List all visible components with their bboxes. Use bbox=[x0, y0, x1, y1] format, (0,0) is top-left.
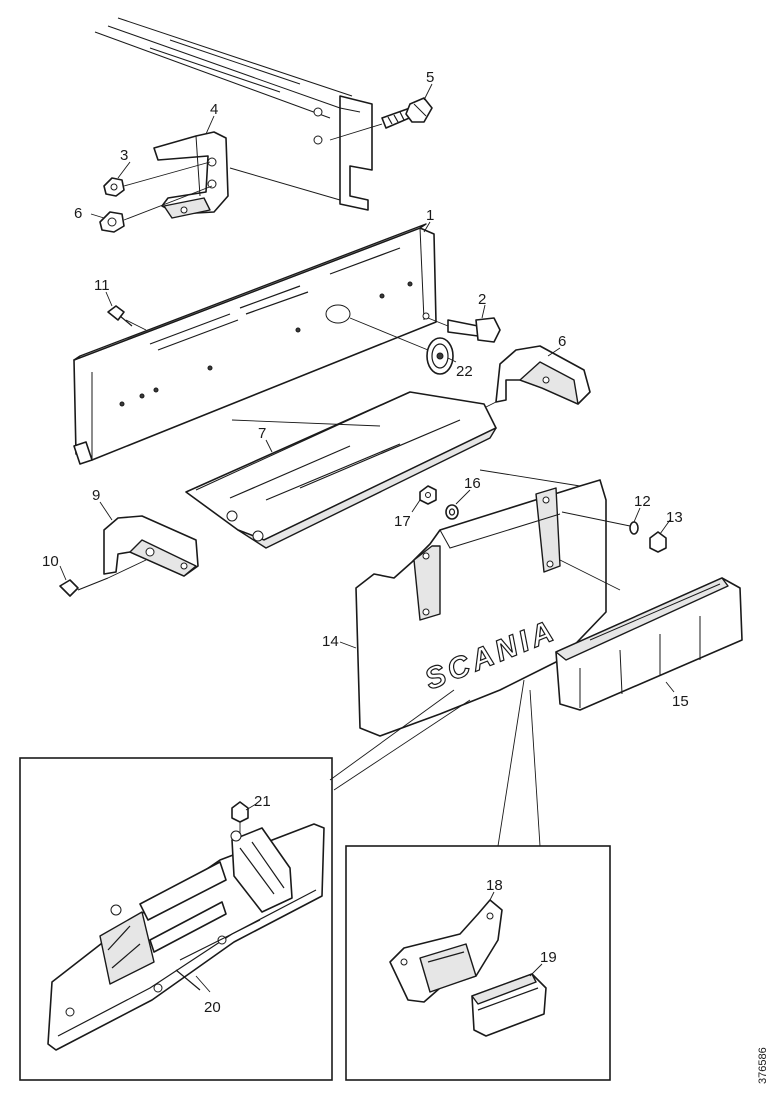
callout-leaders bbox=[59, 83, 675, 977]
callout-11: 11 bbox=[94, 277, 110, 294]
pad-part-19 bbox=[471, 973, 547, 1037]
callout-9: 9 bbox=[92, 487, 100, 504]
nut-part-17 bbox=[419, 485, 437, 505]
nut-part-13 bbox=[649, 531, 667, 553]
bracket-part-4 bbox=[153, 131, 229, 219]
bolt-part-2 bbox=[427, 317, 501, 343]
screw-part-10 bbox=[59, 559, 147, 597]
detail-inset-left bbox=[19, 757, 333, 1081]
nut-part-21 bbox=[231, 801, 249, 834]
nut-part-3 bbox=[103, 161, 211, 197]
callout-22: 22 bbox=[456, 363, 473, 380]
callout-5: 5 bbox=[426, 69, 434, 86]
nut-part-6 bbox=[99, 185, 213, 233]
drawing-reference-number: 376586 bbox=[757, 1047, 769, 1084]
reflector-disc-part-22 bbox=[349, 317, 454, 375]
main-support-rail-part-1 bbox=[73, 223, 437, 465]
callout-10: 10 bbox=[42, 553, 59, 570]
callout-17: 17 bbox=[394, 513, 411, 530]
callout-6-bracket: 6 bbox=[558, 333, 566, 350]
screw-part-11 bbox=[107, 305, 147, 331]
callout-6-nut: 6 bbox=[74, 205, 82, 222]
callout-4: 4 bbox=[210, 101, 218, 118]
callout-14: 14 bbox=[322, 633, 339, 650]
reflector-block-part-15 bbox=[555, 559, 743, 711]
callout-15: 15 bbox=[672, 693, 689, 710]
callout-2: 2 bbox=[478, 291, 486, 308]
callout-12: 12 bbox=[634, 493, 651, 510]
end-cap-part-9 bbox=[103, 515, 199, 577]
callout-13: 13 bbox=[666, 509, 683, 526]
callout-18: 18 bbox=[486, 877, 503, 894]
callout-20: 20 bbox=[204, 999, 221, 1016]
callout-16: 16 bbox=[464, 475, 481, 492]
callout-21: 21 bbox=[254, 793, 271, 810]
step-plate-part-7 bbox=[185, 391, 497, 549]
washer-part-16 bbox=[445, 504, 459, 520]
end-bracket-part-6 bbox=[479, 345, 591, 411]
detail-inset-right bbox=[345, 845, 611, 1081]
chassis-frame-rail bbox=[94, 17, 373, 211]
bolt-part-5 bbox=[329, 97, 433, 141]
callout-19: 19 bbox=[540, 949, 557, 966]
leader-part-20 bbox=[195, 975, 211, 993]
callout-3: 3 bbox=[120, 147, 128, 164]
bracket-part-18 bbox=[389, 899, 503, 1003]
callout-1: 1 bbox=[426, 207, 434, 224]
callout-7: 7 bbox=[258, 425, 266, 442]
inset-pointers bbox=[329, 679, 541, 847]
